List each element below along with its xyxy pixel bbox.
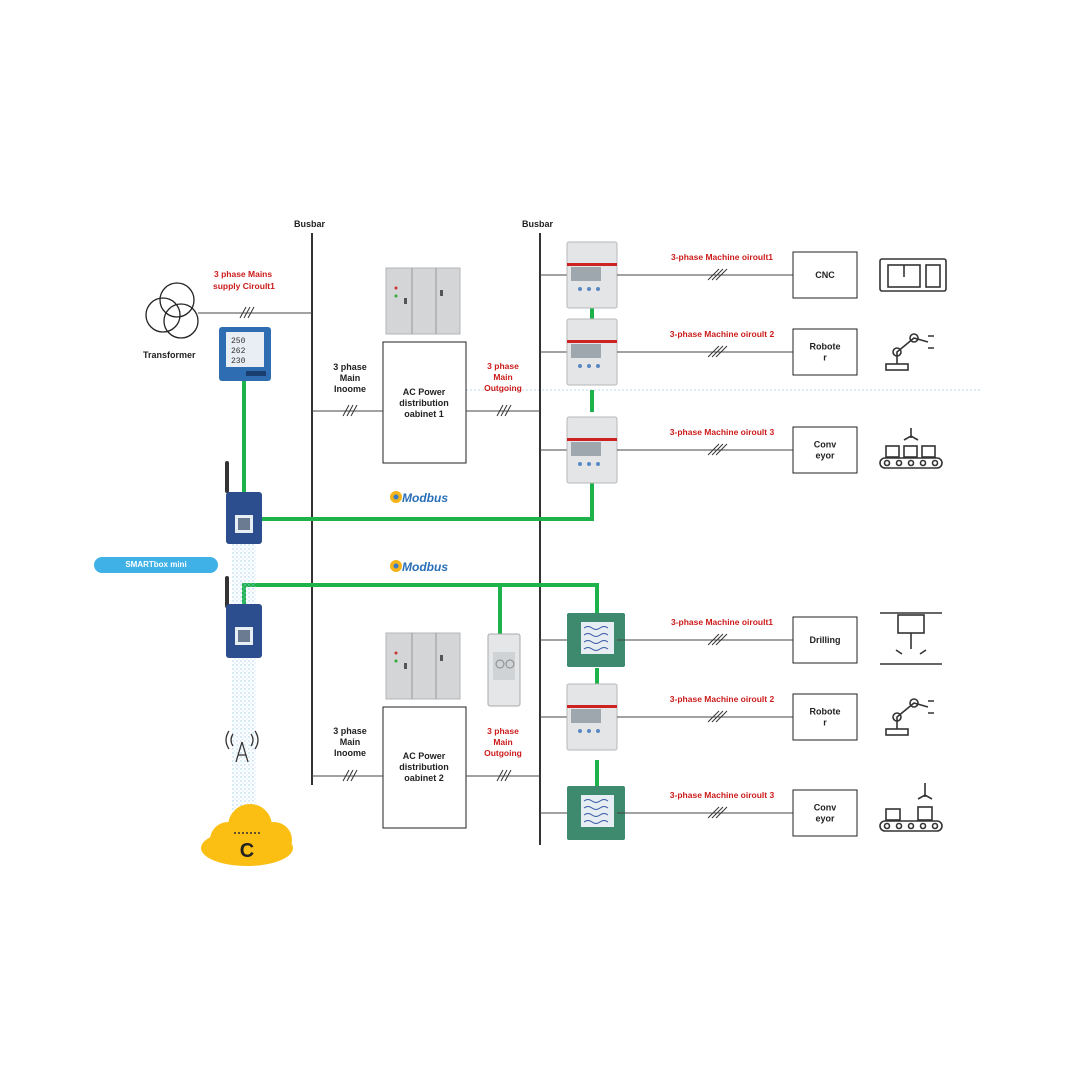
packaging-conveyor-icon: [879, 783, 943, 832]
circuit-label: 3-phase Machine oiroult 3: [670, 790, 775, 800]
cabinet-2-photo: [385, 632, 461, 700]
machine-box: [792, 616, 858, 664]
transformer-label: Transformer: [143, 350, 196, 360]
cabinet-2-incoming-2: Main: [340, 737, 361, 747]
cabinet-2-outgoing-1: 3 phase: [487, 726, 519, 736]
power-quality-meter: [567, 786, 625, 840]
svg-text:Modbus: Modbus: [402, 560, 448, 574]
cabinet-1-photo: [385, 267, 461, 335]
mains-label-2: supply Ciroult1: [213, 281, 275, 291]
cabinet-2-outgoing-2: Main: [493, 737, 512, 747]
power-quality-meter: [567, 613, 625, 667]
cabinet-1-title-1: AC Power: [403, 387, 446, 397]
robot-arm-icon: [885, 698, 934, 736]
robot-arm-icon: [885, 333, 934, 371]
cabinet-1-incoming-1: 3 phase: [333, 362, 367, 372]
circuit-label: 3-phase Machine oiroult 2: [670, 329, 775, 339]
cabinet-1-incoming-2: Main: [340, 373, 361, 383]
machine-label: Conv: [814, 803, 837, 813]
modbus-logo-top: Modbus: [390, 491, 448, 505]
cabinet-1-outgoing-1: 3 phase: [487, 361, 519, 371]
circuit-label: 3-phase Machine oiroult1: [671, 252, 773, 262]
mains-label-1: 3 phase Mains: [214, 269, 272, 279]
cabinet-2-outgoing-3: Outgoing: [484, 748, 522, 758]
cabinet-2-incoming-3: Inoome: [334, 748, 366, 758]
circuit-label: 3-phase Machine oiroult 2: [670, 694, 775, 704]
transformer-icon: [145, 282, 199, 339]
machine-box: [792, 328, 858, 376]
cabinet-2-title-2: distribution: [399, 762, 449, 772]
cloud-icon: C: [201, 804, 293, 866]
machine-label: r: [823, 718, 827, 728]
machine-label: Conv: [814, 440, 837, 450]
cabinet-2-title-3: oabinet 2: [404, 773, 444, 783]
svg-text:Modbus: Modbus: [402, 491, 448, 505]
circuit-label: 3-phase Machine oiroult1: [671, 617, 773, 627]
machine-label: CNC: [815, 270, 835, 280]
drilling-machine-icon: [880, 612, 942, 665]
machine-box: [792, 789, 858, 837]
busbar-left-label: Busbar: [294, 219, 326, 229]
svg-text:250: 250: [231, 337, 246, 346]
machine-label: eyor: [815, 814, 835, 824]
cloud-symbol: C: [240, 840, 254, 862]
din-energy-meter: [566, 318, 618, 386]
conveyor-icon: [879, 428, 943, 469]
machine-box: [792, 693, 858, 741]
din-rail-module: [487, 633, 521, 707]
main-power-meter: 250 262 230: [219, 327, 271, 381]
circuit-label: 3-phase Machine oiroult 3: [670, 427, 775, 437]
machine-label: Drilling: [810, 635, 841, 645]
cabinet-2-incoming-1: 3 phase: [333, 726, 367, 736]
cnc-machine-icon: [879, 258, 947, 292]
machine-label: r: [823, 353, 827, 363]
din-energy-meter: [566, 416, 618, 484]
cabinet-2-title-1: AC Power: [403, 751, 446, 761]
cabinet-1-outgoing-2: Main: [493, 372, 512, 382]
cabinet-1-title-2: distribution: [399, 398, 449, 408]
antenna-tower-icon: [225, 730, 259, 763]
din-energy-meter: [566, 683, 618, 751]
cabinet-1-box: [382, 341, 467, 464]
machine-label: eyor: [815, 451, 835, 461]
svg-text:262: 262: [231, 347, 246, 356]
din-energy-meter: [566, 241, 618, 309]
busbar-right-label: Busbar: [522, 219, 554, 229]
machine-box: [792, 426, 858, 474]
svg-text:230: 230: [231, 357, 246, 366]
modbus-logo-bottom: Modbus: [390, 560, 448, 574]
three-phase-marker: [239, 306, 255, 319]
cabinet-1-outgoing-3: Outgoing: [484, 383, 522, 393]
cabinet-1-title-3: oabinet 1: [404, 409, 444, 419]
machine-label: Robote: [810, 342, 841, 352]
smartbox-mini-label: SMARTbox mini: [94, 557, 218, 573]
smartbox-device-2: [225, 576, 262, 658]
machine-label: Robote: [810, 707, 841, 717]
smartbox-device-1: [225, 461, 262, 544]
wireless-stream: [232, 540, 256, 840]
machine-box: [792, 251, 858, 299]
cabinet-2-box: [382, 706, 467, 829]
cabinet-1-incoming-3: Inoome: [334, 384, 366, 394]
